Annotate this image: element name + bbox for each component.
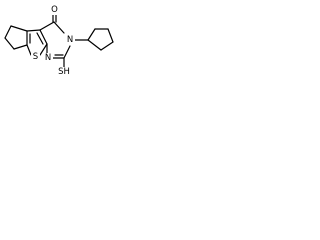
- cyclopentyl-ring: [74, 28, 114, 51]
- bond-cp-2: [4, 37, 15, 50]
- bond-py-3: [63, 45, 71, 59]
- bond-cp-3: [13, 44, 28, 50]
- bond-th-1: [26, 29, 41, 32]
- bond-cp-5: [10, 25, 28, 32]
- nitrogen-n3-label: N: [67, 35, 73, 45]
- thiol-label: SH: [58, 67, 70, 77]
- bond-th-2: [39, 29, 48, 45]
- oxygen-atom-label: O: [51, 5, 58, 15]
- nitrogen-n1-label: N: [45, 53, 51, 63]
- thiophene-ring: [26, 29, 48, 56]
- bond-cpr-1: [87, 28, 96, 41]
- bond-th-2-double: [36, 32, 44, 45]
- cyclopentane-ring: [4, 25, 28, 50]
- bond-cpr-5: [87, 39, 102, 51]
- sulfur-atom-label: S: [33, 52, 38, 62]
- bond-cpr-3: [107, 28, 114, 43]
- bond-py-1: [39, 21, 55, 31]
- bond-cpr-4: [100, 41, 114, 51]
- atom-labels: S O N N SH: [31, 5, 75, 77]
- bond-py-2: [53, 21, 65, 34]
- bond-cp-1: [4, 25, 12, 39]
- molecule-structure: S O N N SH: [4, 5, 114, 77]
- bond-th-3: [39, 43, 48, 56]
- bond-th-4: [26, 44, 32, 56]
